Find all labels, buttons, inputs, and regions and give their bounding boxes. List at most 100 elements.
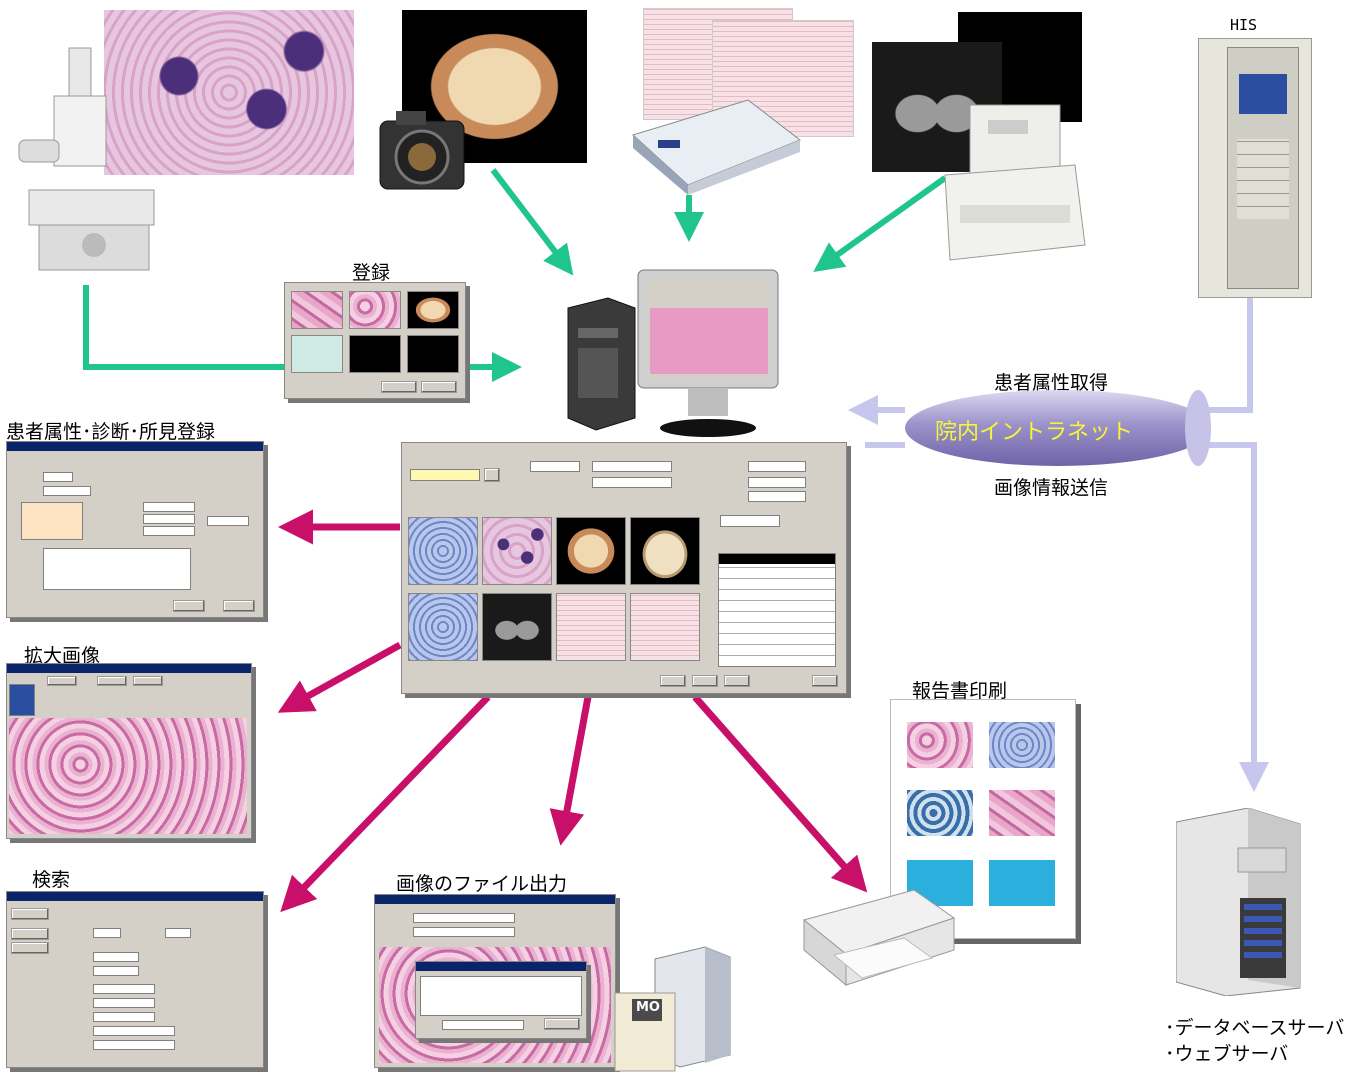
- report-image-1: [907, 722, 973, 768]
- entry-diag-field-2[interactable]: [143, 514, 195, 524]
- file-output-window: [374, 894, 616, 1068]
- patient-entry-label: 患者属性･診断･所見登録: [6, 421, 216, 443]
- search-field-9[interactable]: [93, 1040, 175, 1050]
- mo-label: MO: [636, 1000, 660, 1015]
- entry-id-field[interactable]: [43, 472, 73, 482]
- his-label: HIS: [1230, 16, 1258, 34]
- register-thumb-5[interactable]: [349, 335, 401, 373]
- main-thumb-6[interactable]: [482, 593, 552, 661]
- main-thumb-1[interactable]: [408, 517, 478, 585]
- sex-field[interactable]: [748, 477, 806, 488]
- search-field-6[interactable]: [93, 998, 155, 1008]
- file-dialog: [415, 961, 587, 1039]
- arrow-camera-to-workstation: [490, 168, 574, 276]
- patient-attr-get-label: 患者属性取得: [994, 372, 1109, 394]
- register-ok-button[interactable]: [381, 381, 417, 393]
- main-thumb-8[interactable]: [630, 593, 700, 661]
- register-label: 登録: [352, 262, 391, 284]
- history-table: [718, 553, 836, 667]
- patient-name-field[interactable]: [592, 477, 672, 488]
- zoom-image-window: [6, 663, 252, 839]
- web-server-label: ･ウェブサーバ: [1165, 1043, 1289, 1065]
- search-button-3[interactable]: [11, 942, 49, 954]
- entry-ok-button[interactable]: [173, 600, 205, 612]
- microscope-icon: [14, 40, 164, 280]
- report-image-6: [989, 860, 1055, 906]
- main-button-2[interactable]: [692, 675, 718, 687]
- search-button-2[interactable]: [11, 928, 49, 940]
- search-field-8[interactable]: [93, 1026, 175, 1036]
- search-field-2[interactable]: [165, 928, 191, 938]
- category-select[interactable]: [720, 515, 780, 527]
- main-close-button[interactable]: [812, 675, 838, 687]
- report-image-3: [907, 790, 973, 836]
- main-thumb-7[interactable]: [556, 593, 626, 661]
- file-dialog-list[interactable]: [420, 976, 582, 1016]
- printer-icon: [794, 880, 964, 992]
- main-app-window: [401, 442, 847, 694]
- search-field-5[interactable]: [93, 984, 155, 994]
- server-rack-icon: [1198, 38, 1312, 298]
- findings-textarea[interactable]: [43, 548, 191, 590]
- workstation-icon: [560, 268, 790, 440]
- search-window: [6, 891, 264, 1068]
- zoom-button-2[interactable]: [97, 676, 127, 686]
- main-button-1[interactable]: [660, 675, 686, 687]
- register-cancel-button[interactable]: [421, 381, 457, 393]
- zoom-button-3[interactable]: [133, 676, 163, 686]
- age-field[interactable]: [748, 461, 806, 472]
- main-button-3[interactable]: [724, 675, 750, 687]
- search-field-3[interactable]: [93, 952, 139, 962]
- main-thumb-2[interactable]: [482, 517, 552, 585]
- entry-age-field[interactable]: [21, 502, 83, 540]
- register-thumb-4[interactable]: [291, 335, 343, 373]
- date-field[interactable]: [748, 491, 806, 502]
- search-field-7[interactable]: [93, 1012, 155, 1022]
- file-output-label: 画像のファイル出力: [396, 873, 568, 895]
- register-thumb-1[interactable]: [291, 291, 343, 329]
- entry-name-field[interactable]: [43, 486, 91, 496]
- register-thumb-3[interactable]: [407, 291, 459, 329]
- arrow-intranet-to-dbserver: [1208, 442, 1269, 792]
- blood-smear-image: [104, 10, 354, 175]
- db-server-label: ･データベースサーバ: [1165, 1017, 1345, 1039]
- image-info-send-label: 画像情報送信: [994, 477, 1109, 499]
- ecg-sheet-front: [712, 20, 854, 137]
- arrow-to-search: [280, 694, 491, 913]
- arrow-his-to-intranet: [1208, 295, 1253, 413]
- patient-id-field[interactable]: [410, 469, 480, 481]
- patient-search-button[interactable]: [484, 468, 500, 482]
- main-thumb-5[interactable]: [408, 593, 478, 661]
- output-name-field[interactable]: [413, 927, 515, 937]
- search-field-1[interactable]: [93, 928, 121, 938]
- register-thumb-2[interactable]: [349, 291, 401, 329]
- output-path-field[interactable]: [413, 913, 515, 923]
- report-image-4: [989, 790, 1055, 836]
- search-label: 検索: [32, 869, 71, 891]
- register-thumb-6[interactable]: [407, 335, 459, 373]
- search-field-4[interactable]: [93, 966, 139, 976]
- entry-extra-field[interactable]: [207, 516, 249, 526]
- zoom-button-1[interactable]: [47, 676, 77, 686]
- arrow-digitizer-to-workstation: [813, 175, 947, 272]
- intranet-cylinder: 院内イントラネット: [905, 390, 1211, 466]
- entry-diag-field-3[interactable]: [143, 526, 195, 536]
- zoom-image-view[interactable]: [9, 718, 247, 834]
- patient-entry-window: [6, 441, 264, 618]
- main-thumb-3[interactable]: [556, 517, 626, 585]
- file-dialog-name[interactable]: [442, 1020, 524, 1030]
- arrow-to-zoom-image: [277, 641, 402, 713]
- report-image-2: [989, 722, 1055, 768]
- entry-diag-field-1[interactable]: [143, 502, 195, 512]
- mo-drive-icon: MO: [610, 945, 735, 1073]
- file-dialog-save-button[interactable]: [544, 1018, 580, 1030]
- exam-no-field[interactable]: [530, 461, 580, 472]
- entry-cancel-button[interactable]: [223, 600, 255, 612]
- search-button-1[interactable]: [11, 908, 49, 920]
- scanner-icon: [628, 70, 803, 195]
- patient-name-kana-field[interactable]: [592, 461, 672, 472]
- report-print-label: 報告書印刷: [912, 680, 1008, 702]
- intranet-label: 院内イントラネット: [935, 420, 1134, 445]
- main-thumb-4[interactable]: [630, 517, 700, 585]
